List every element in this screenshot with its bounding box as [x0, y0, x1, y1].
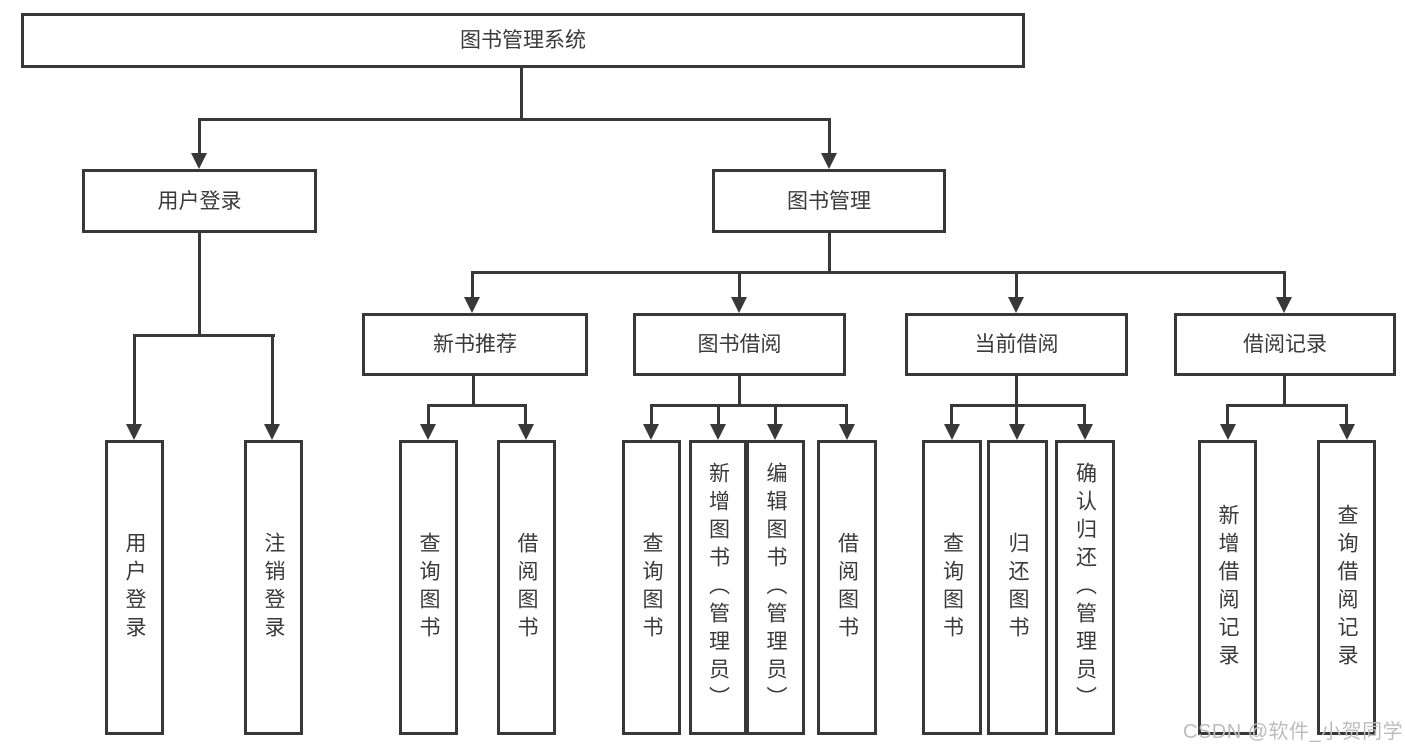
leaf-add-borrow-record: 新增借阅记录 — [1198, 440, 1257, 735]
connector-line — [271, 334, 274, 424]
connector-line — [520, 68, 523, 120]
connector-line — [1015, 271, 1018, 297]
connector-line — [133, 334, 275, 337]
connector-line — [1083, 404, 1086, 424]
watermark: CSDN @软件_小贺同学 — [1183, 721, 1404, 743]
leaf-logout: 注销登录 — [244, 440, 303, 735]
node-borrowing-records: 借阅记录 — [1174, 313, 1396, 376]
connector-line — [1283, 271, 1286, 297]
node-current-borrowing: 当前借阅 — [905, 313, 1128, 376]
leaf-add-book-admin: 新增图书（管理员） — [689, 440, 747, 735]
connector-line — [828, 233, 831, 273]
arrow-down-icon — [1077, 424, 1093, 440]
node-library-management-system: 图书管理系统 — [21, 13, 1025, 68]
connector-line — [845, 404, 848, 424]
connector-line — [1283, 376, 1286, 406]
leaf-query-borrow-record: 查询借阅记录 — [1317, 440, 1376, 735]
leaf-borrow-books-recommend: 借阅图书 — [497, 440, 556, 735]
arrow-down-icon — [126, 424, 142, 440]
leaf-query-books-current: 查询图书 — [922, 440, 982, 735]
connector-line — [1015, 404, 1018, 424]
arrow-down-icon — [710, 424, 726, 440]
arrow-down-icon — [643, 424, 659, 440]
arrow-down-icon — [1008, 297, 1024, 313]
connector-line — [471, 271, 474, 297]
arrow-down-icon — [1009, 424, 1025, 440]
leaf-return-book: 归还图书 — [987, 440, 1048, 735]
arrow-down-icon — [731, 297, 747, 313]
leaf-borrow-books-borrowing: 借阅图书 — [817, 440, 877, 735]
connector-line — [950, 404, 953, 424]
connector-line — [717, 404, 720, 424]
arrow-down-icon — [420, 424, 436, 440]
connector-line — [133, 334, 136, 424]
arrow-down-icon — [839, 424, 855, 440]
leaf-query-books-recommend: 查询图书 — [399, 440, 458, 735]
connector-line — [198, 233, 201, 337]
connector-line — [524, 404, 527, 424]
node-book-management: 图书管理 — [712, 169, 946, 233]
leaf-confirm-return-admin: 确认归还（管理员） — [1055, 440, 1115, 735]
arrow-down-icon — [464, 297, 480, 313]
connector-line — [471, 271, 1286, 274]
connector-line — [198, 118, 831, 121]
connector-line — [828, 118, 831, 156]
arrow-down-icon — [1220, 424, 1236, 440]
arrow-down-icon — [1276, 297, 1292, 313]
connector-line — [472, 376, 475, 406]
connector-line — [427, 404, 527, 407]
node-user-login: 用户登录 — [82, 169, 317, 233]
arrow-down-icon — [944, 424, 960, 440]
arrow-down-icon — [767, 424, 783, 440]
leaf-user-login: 用户登录 — [105, 440, 164, 735]
connector-line — [950, 404, 1086, 407]
connector-line — [1015, 376, 1018, 406]
arrow-down-icon — [264, 424, 280, 440]
connector-line — [427, 404, 430, 424]
arrow-down-icon — [518, 424, 534, 440]
connector-line — [1345, 404, 1348, 424]
connector-line — [650, 404, 848, 407]
connector-line — [1226, 404, 1229, 424]
arrow-down-icon — [191, 153, 207, 169]
connector-line — [650, 404, 653, 424]
arrow-down-icon — [1339, 424, 1355, 440]
connector-line — [1226, 404, 1348, 407]
leaf-edit-book-admin: 编辑图书（管理员） — [746, 440, 805, 735]
connector-line — [198, 118, 201, 156]
connector-line — [738, 376, 741, 406]
node-book-borrowing: 图书借阅 — [633, 313, 846, 376]
arrow-down-icon — [821, 153, 837, 169]
connector-line — [774, 404, 777, 424]
leaf-query-books-borrowing: 查询图书 — [622, 440, 681, 735]
node-new-book-recommendation: 新书推荐 — [362, 313, 588, 376]
connector-line — [738, 271, 741, 297]
